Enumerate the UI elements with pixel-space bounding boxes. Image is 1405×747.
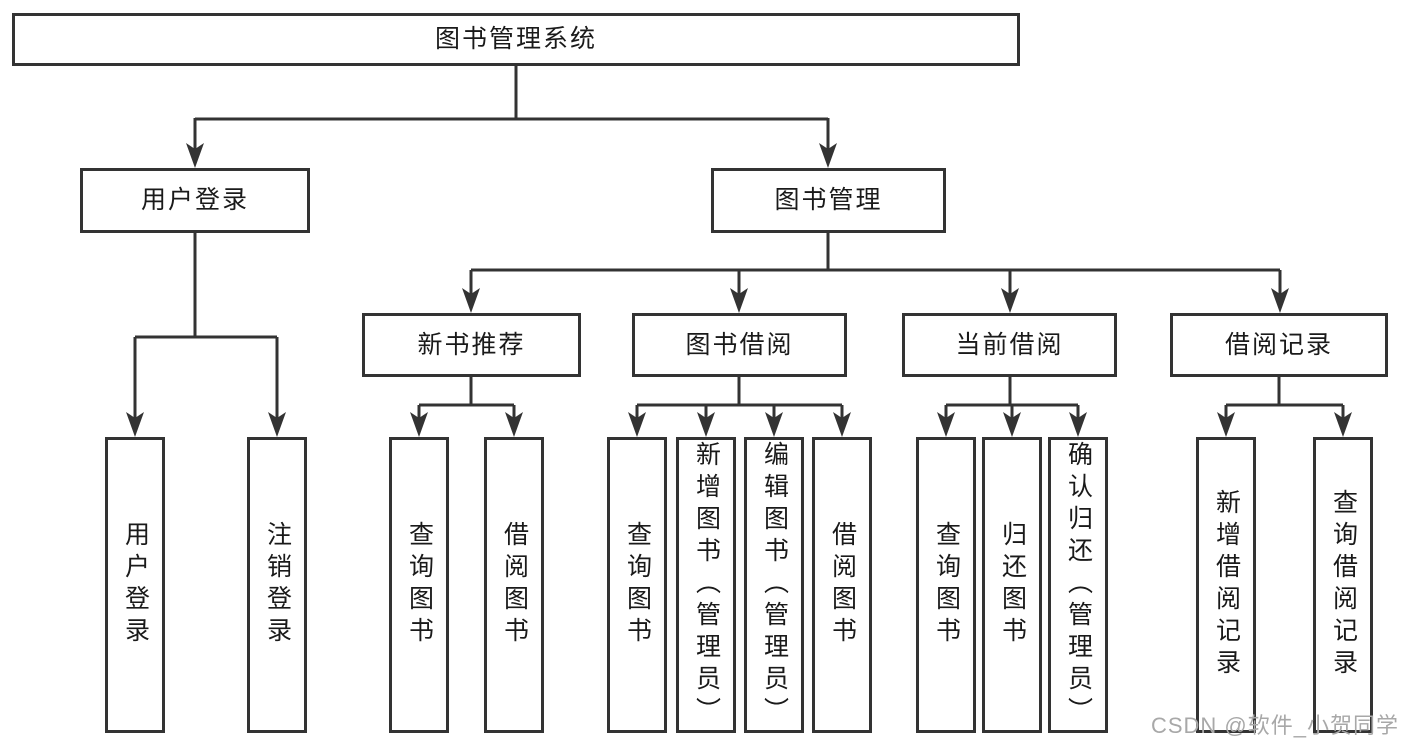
leaf-label: 归还图书 — [998, 521, 1027, 649]
leaf-logout: 注销登录 — [247, 437, 307, 733]
leaf-label: 新增图书（管理员） — [692, 441, 721, 729]
leaf-query-borrow-record: 查询借阅记录 — [1313, 437, 1373, 733]
leaf-borrow-books: 借阅图书 — [484, 437, 544, 733]
node-new-book-recommendation: 新书推荐 — [362, 313, 581, 377]
node-current-borrowing: 当前借阅 — [902, 313, 1117, 377]
leaf-label: 用户登录 — [121, 521, 150, 649]
leaf-confirm-return-admin: 确认归还（管理员） — [1048, 437, 1108, 733]
leaf-label: 新增借阅记录 — [1212, 489, 1241, 681]
leaf-label: 确认归还（管理员） — [1064, 441, 1093, 729]
leaf-borrow-books: 借阅图书 — [812, 437, 872, 733]
leaf-query-books: 查询图书 — [916, 437, 976, 733]
leaf-label: 借阅图书 — [828, 521, 857, 649]
leaf-label: 编辑图书（管理员） — [760, 441, 789, 729]
leaf-query-books: 查询图书 — [389, 437, 449, 733]
leaf-label: 查询图书 — [623, 521, 652, 649]
node-book-management: 图书管理 — [711, 168, 946, 233]
arrow-down-icons — [126, 143, 1352, 437]
leaf-add-books-admin: 新增图书（管理员） — [676, 437, 736, 733]
node-book-borrowing: 图书借阅 — [632, 313, 847, 377]
node-library-management-system: 图书管理系统 — [12, 13, 1020, 66]
leaf-return-books: 归还图书 — [982, 437, 1042, 733]
leaf-user-login: 用户登录 — [105, 437, 165, 733]
leaf-add-borrow-record: 新增借阅记录 — [1196, 437, 1256, 733]
leaf-label: 注销登录 — [263, 521, 292, 649]
leaf-label: 查询图书 — [932, 521, 961, 649]
leaf-label: 借阅图书 — [500, 521, 529, 649]
node-borrowing-records: 借阅记录 — [1170, 313, 1388, 377]
csdn-watermark: CSDN @软件_小贺同学 — [1150, 713, 1399, 738]
leaf-label: 查询图书 — [405, 521, 434, 649]
leaf-label: 查询借阅记录 — [1329, 489, 1358, 681]
node-user-login: 用户登录 — [80, 168, 310, 233]
leaf-query-books: 查询图书 — [607, 437, 667, 733]
leaf-edit-books-admin: 编辑图书（管理员） — [744, 437, 804, 733]
